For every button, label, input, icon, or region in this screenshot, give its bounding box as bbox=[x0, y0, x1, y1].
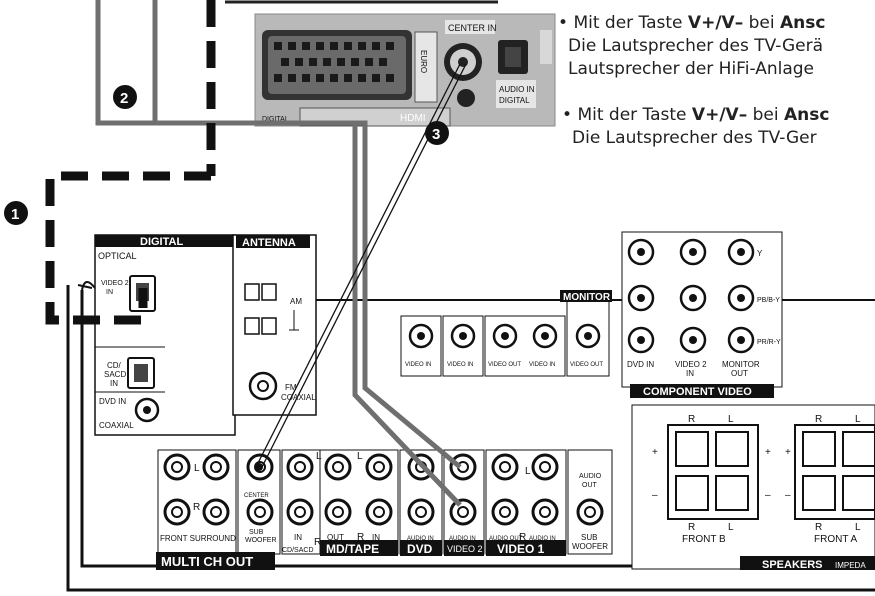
l-label-2: L bbox=[316, 451, 322, 462]
video2-label: VIDEO 2 bbox=[447, 544, 483, 554]
receiver-rear-panel: DIGITAL OPTICAL VIDEO 2 IN CD/ SACD IN D… bbox=[68, 232, 875, 590]
fa-r-bot: R bbox=[815, 522, 822, 533]
woofer-label: WOOFER bbox=[245, 537, 277, 544]
fb-plus-right: + bbox=[765, 447, 771, 458]
y-label: Y bbox=[757, 249, 763, 258]
video-in-label-1: VIDEO IN bbox=[405, 362, 431, 368]
sub-out-label: OUT bbox=[582, 482, 598, 489]
antenna-header: ANTENNA bbox=[242, 237, 296, 249]
bullet-2-line2: Die Lautsprecher des TV-Ger bbox=[562, 127, 829, 150]
digital-label-tv: DIGITAL bbox=[499, 96, 530, 105]
svg-text:2: 2 bbox=[120, 90, 128, 107]
fa-plus-left: + bbox=[785, 447, 791, 458]
bullet-1-line1: • Mit der Taste V+/V– bei Ansc bbox=[558, 12, 825, 35]
bullet-2-pre: Mit der Taste bbox=[577, 105, 691, 125]
video-out-label: VIDEO OUT bbox=[488, 362, 521, 368]
l-label-3: L bbox=[357, 451, 363, 462]
center-in-jack bbox=[444, 43, 482, 81]
video2-in-line2: IN bbox=[106, 289, 113, 296]
bullet-1-line3: Lautsprecher der HiFi-Anlage bbox=[558, 58, 825, 81]
sub-audio-label: AUDIO bbox=[579, 473, 602, 480]
r-label-1: R bbox=[193, 502, 200, 513]
video-in-label-3: VIDEO IN bbox=[529, 362, 555, 368]
scart-connector bbox=[262, 30, 412, 100]
bullet-1-line2: Die Lautsprecher des TV-Gerä bbox=[558, 35, 825, 58]
center-label: CENTER bbox=[244, 493, 269, 499]
svg-text:3: 3 bbox=[432, 126, 440, 143]
hdmi-label: HDMI bbox=[400, 113, 426, 124]
fa-l-bot: L bbox=[855, 522, 861, 533]
bullet-2-mid: bei bbox=[747, 105, 784, 125]
sub-woofer-label-1: SUB bbox=[581, 533, 597, 542]
front-surround-label: FRONT SURROUND bbox=[160, 534, 236, 543]
video-in-label-2: VIDEO IN bbox=[447, 362, 473, 368]
cd-in-label: IN bbox=[294, 533, 302, 542]
comp-dvd-in-label: DVD IN bbox=[627, 360, 654, 369]
fa-minus-left: – bbox=[785, 490, 791, 501]
fb-r-bot: R bbox=[688, 522, 695, 533]
bullet-2: • Mit der Taste V+/V– bei Ansc Die Lauts… bbox=[562, 104, 829, 150]
speaker-terminal-front-a bbox=[795, 425, 875, 519]
center-in-label: CENTER IN bbox=[448, 23, 497, 33]
speakers-label: SPEAKERS bbox=[762, 559, 823, 571]
fb-minus-left: – bbox=[652, 490, 658, 501]
am-label: AM bbox=[290, 297, 302, 306]
monitor-header: MONITOR bbox=[563, 292, 611, 303]
bullet-1-pre: Mit der Taste bbox=[573, 13, 687, 33]
sub-woofer-label-2: WOOFER bbox=[572, 542, 608, 551]
comp-video2-in-line1: VIDEO 2 bbox=[675, 360, 707, 369]
impeda-label: IMPEDA bbox=[835, 561, 866, 570]
bullet-2-bold: V+/V– bbox=[692, 105, 747, 125]
comp-video2-in-line2: IN bbox=[686, 369, 694, 378]
bullet-1-bold2: Ansc bbox=[780, 13, 825, 33]
callout-2: 2 bbox=[113, 85, 137, 109]
cd-sacd-line2: SACD bbox=[104, 370, 126, 379]
bullet-2-line1: • Mit der Taste V+/V– bei Ansc bbox=[562, 104, 829, 127]
fa-l-top: L bbox=[855, 414, 861, 425]
fb-minus-right: – bbox=[765, 490, 771, 501]
fb-r-top: R bbox=[688, 414, 695, 425]
cd-sacd-line1: CD/ bbox=[107, 361, 122, 370]
bullet-1-bold: V+/V– bbox=[688, 13, 743, 33]
pr-label: PR/R-Y bbox=[757, 339, 781, 346]
pb-label: PB/B-Y bbox=[757, 297, 780, 304]
svg-text:1: 1 bbox=[11, 206, 19, 223]
callout-3: 3 bbox=[425, 121, 449, 145]
fb-l-bot: L bbox=[728, 522, 734, 533]
dvd-label: DVD bbox=[407, 542, 433, 556]
fb-l-top: L bbox=[728, 414, 734, 425]
fb-plus-left: + bbox=[652, 447, 658, 458]
video2-in-line1: VIDEO 2 bbox=[101, 280, 129, 287]
cd-sacd-label: CD/SACD bbox=[282, 547, 314, 554]
bullet-1-mid: bei bbox=[743, 13, 780, 33]
audio-in-label: AUDIO IN bbox=[499, 85, 535, 94]
monitor-video-out-label: VIDEO OUT bbox=[570, 362, 603, 368]
sub-label: SUB bbox=[249, 529, 264, 536]
comp-monitor-out-line2: OUT bbox=[731, 369, 748, 378]
front-b-label: FRONT B bbox=[682, 534, 726, 545]
euro-label: EURO bbox=[419, 50, 428, 73]
l-label-1: L bbox=[194, 463, 200, 474]
md-tape-label: MD/TAPE bbox=[326, 542, 379, 556]
digital-header: DIGITAL bbox=[140, 236, 183, 248]
coaxial-label: COAXIAL bbox=[99, 421, 134, 430]
optical-label: OPTICAL bbox=[98, 251, 137, 261]
multi-ch-out-label: MULTI CH OUT bbox=[161, 554, 253, 569]
bullet-2-bold2: Ansc bbox=[784, 105, 829, 125]
component-video-header: COMPONENT VIDEO bbox=[643, 386, 752, 398]
video1-label: VIDEO 1 bbox=[497, 542, 545, 556]
front-a-label: FRONT A bbox=[814, 534, 857, 545]
cd-sacd-line3: IN bbox=[110, 379, 118, 388]
dvd-in-label: DVD IN bbox=[99, 397, 126, 406]
bullet-1: • Mit der Taste V+/V– bei Ansc Die Lauts… bbox=[558, 12, 825, 81]
comp-monitor-out-line1: MONITOR bbox=[722, 360, 760, 369]
fa-r-top: R bbox=[815, 414, 822, 425]
callout-1: 1 bbox=[4, 201, 28, 225]
l-label-4: L bbox=[525, 466, 531, 477]
tv-rear-panel: EURO CENTER IN AUDIO IN DIGITAL HDMI DIG… bbox=[255, 14, 555, 126]
speaker-terminal-front-b bbox=[668, 425, 758, 519]
